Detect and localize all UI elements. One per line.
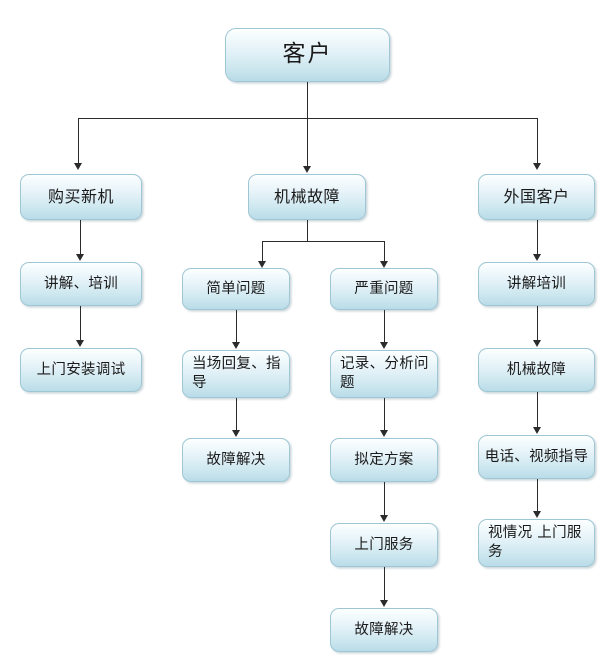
connector-fault-stem xyxy=(307,220,308,242)
node-label: 讲解、培训 xyxy=(44,275,118,292)
connector-simple-to-reply xyxy=(236,310,237,346)
arrowhead-simple-to-reply xyxy=(232,342,240,349)
node-severe-problem[interactable]: 严重问题 xyxy=(330,268,438,310)
node-label: 简单问题 xyxy=(206,280,266,297)
node-left-onsite-install-debug[interactable]: 上门安装调试 xyxy=(20,348,142,392)
node-root-customer[interactable]: 客户 xyxy=(225,28,390,82)
node-label: 上门服务 xyxy=(354,536,414,553)
connector-root-split-bar xyxy=(78,118,538,119)
arrowhead-foreign-to-training xyxy=(533,254,541,261)
connector-right-fault-to-phone xyxy=(537,392,538,431)
node-label: 上门安装调试 xyxy=(36,361,126,378)
arrowhead-fault-to-severe xyxy=(380,261,388,268)
connector-plan-to-onsite xyxy=(384,482,385,519)
node-onsite-service[interactable]: 上门服务 xyxy=(330,523,438,567)
connector-fault-split-bar xyxy=(262,241,384,242)
connector-reply-to-resolved xyxy=(236,398,237,434)
arrowhead-reply-to-resolved xyxy=(232,430,240,437)
node-foreign-customer[interactable]: 外国客户 xyxy=(478,174,595,220)
arrowhead-root-to-foreign xyxy=(533,163,541,170)
connector-fault-to-simple xyxy=(262,241,263,264)
node-severe-fault-resolved[interactable]: 故障解决 xyxy=(330,608,438,652)
arrowhead-onsite-to-resolved xyxy=(380,600,388,607)
node-label: 讲解培训 xyxy=(506,275,567,292)
node-label: 机械故障 xyxy=(273,186,340,206)
connector-root-stem xyxy=(307,82,308,118)
arrowhead-plan-to-onsite xyxy=(380,515,388,522)
node-label: 外国客户 xyxy=(503,186,570,206)
arrowhead-root-to-purchase xyxy=(74,163,82,170)
node-label: 机械故障 xyxy=(506,361,567,378)
node-draft-plan[interactable]: 拟定方案 xyxy=(330,438,438,482)
node-label: 电话、视频指导 xyxy=(484,448,589,465)
node-label: 记录、分析问题 xyxy=(340,356,429,391)
arrowhead-severe-to-record xyxy=(380,342,388,349)
connector-fault-to-severe xyxy=(384,241,385,264)
node-right-mechanical-fault[interactable]: 机械故障 xyxy=(478,348,595,392)
node-label: 客户 xyxy=(282,41,333,68)
connector-root-to-foreign xyxy=(537,118,538,165)
connector-right-training-to-fault xyxy=(537,306,538,344)
arrowhead-right-fault-to-phone xyxy=(533,427,541,434)
arrowhead-right-training-to-fault xyxy=(533,340,541,347)
connector-purchase-to-training xyxy=(80,220,81,258)
node-label: 视情况 上门服务 xyxy=(488,525,582,560)
arrowhead-purchase-to-training xyxy=(76,254,84,261)
connector-record-to-plan xyxy=(384,398,385,434)
arrowhead-training-to-install xyxy=(76,340,84,347)
node-label: 故障解决 xyxy=(354,621,414,638)
arrowhead-phone-to-conditional-onsite xyxy=(533,511,541,518)
node-simple-problem[interactable]: 简单问题 xyxy=(182,268,290,310)
node-label: 当场回复、指导 xyxy=(192,356,281,391)
node-left-explain-training[interactable]: 讲解、培训 xyxy=(20,262,142,306)
node-onsite-reply-guidance[interactable]: 当场回复、指导 xyxy=(182,350,290,398)
connector-root-to-purchase xyxy=(78,118,79,165)
connector-foreign-to-training xyxy=(537,220,538,258)
arrowhead-fault-to-simple xyxy=(258,261,266,268)
node-mechanical-fault[interactable]: 机械故障 xyxy=(248,174,366,220)
node-label: 购买新机 xyxy=(47,186,114,206)
connector-phone-to-conditional-onsite xyxy=(537,479,538,515)
connector-onsite-to-resolved xyxy=(384,567,385,604)
arrowhead-record-to-plan xyxy=(380,430,388,437)
node-simple-fault-resolved[interactable]: 故障解决 xyxy=(182,438,290,482)
node-record-analyze-problem[interactable]: 记录、分析问题 xyxy=(330,350,438,398)
node-phone-video-guidance[interactable]: 电话、视频指导 xyxy=(478,435,595,479)
node-conditional-onsite-service[interactable]: 视情况 上门服务 xyxy=(478,519,595,567)
node-label: 故障解决 xyxy=(206,451,266,468)
node-right-explain-training[interactable]: 讲解培训 xyxy=(478,262,595,306)
arrowhead-root-to-fault xyxy=(303,166,311,173)
node-label: 严重问题 xyxy=(354,280,414,297)
node-purchase-new-machine[interactable]: 购买新机 xyxy=(20,174,142,220)
node-label: 拟定方案 xyxy=(354,451,414,468)
connector-root-to-fault xyxy=(307,118,308,168)
connector-training-to-install xyxy=(80,306,81,344)
connector-severe-to-record xyxy=(384,310,385,346)
